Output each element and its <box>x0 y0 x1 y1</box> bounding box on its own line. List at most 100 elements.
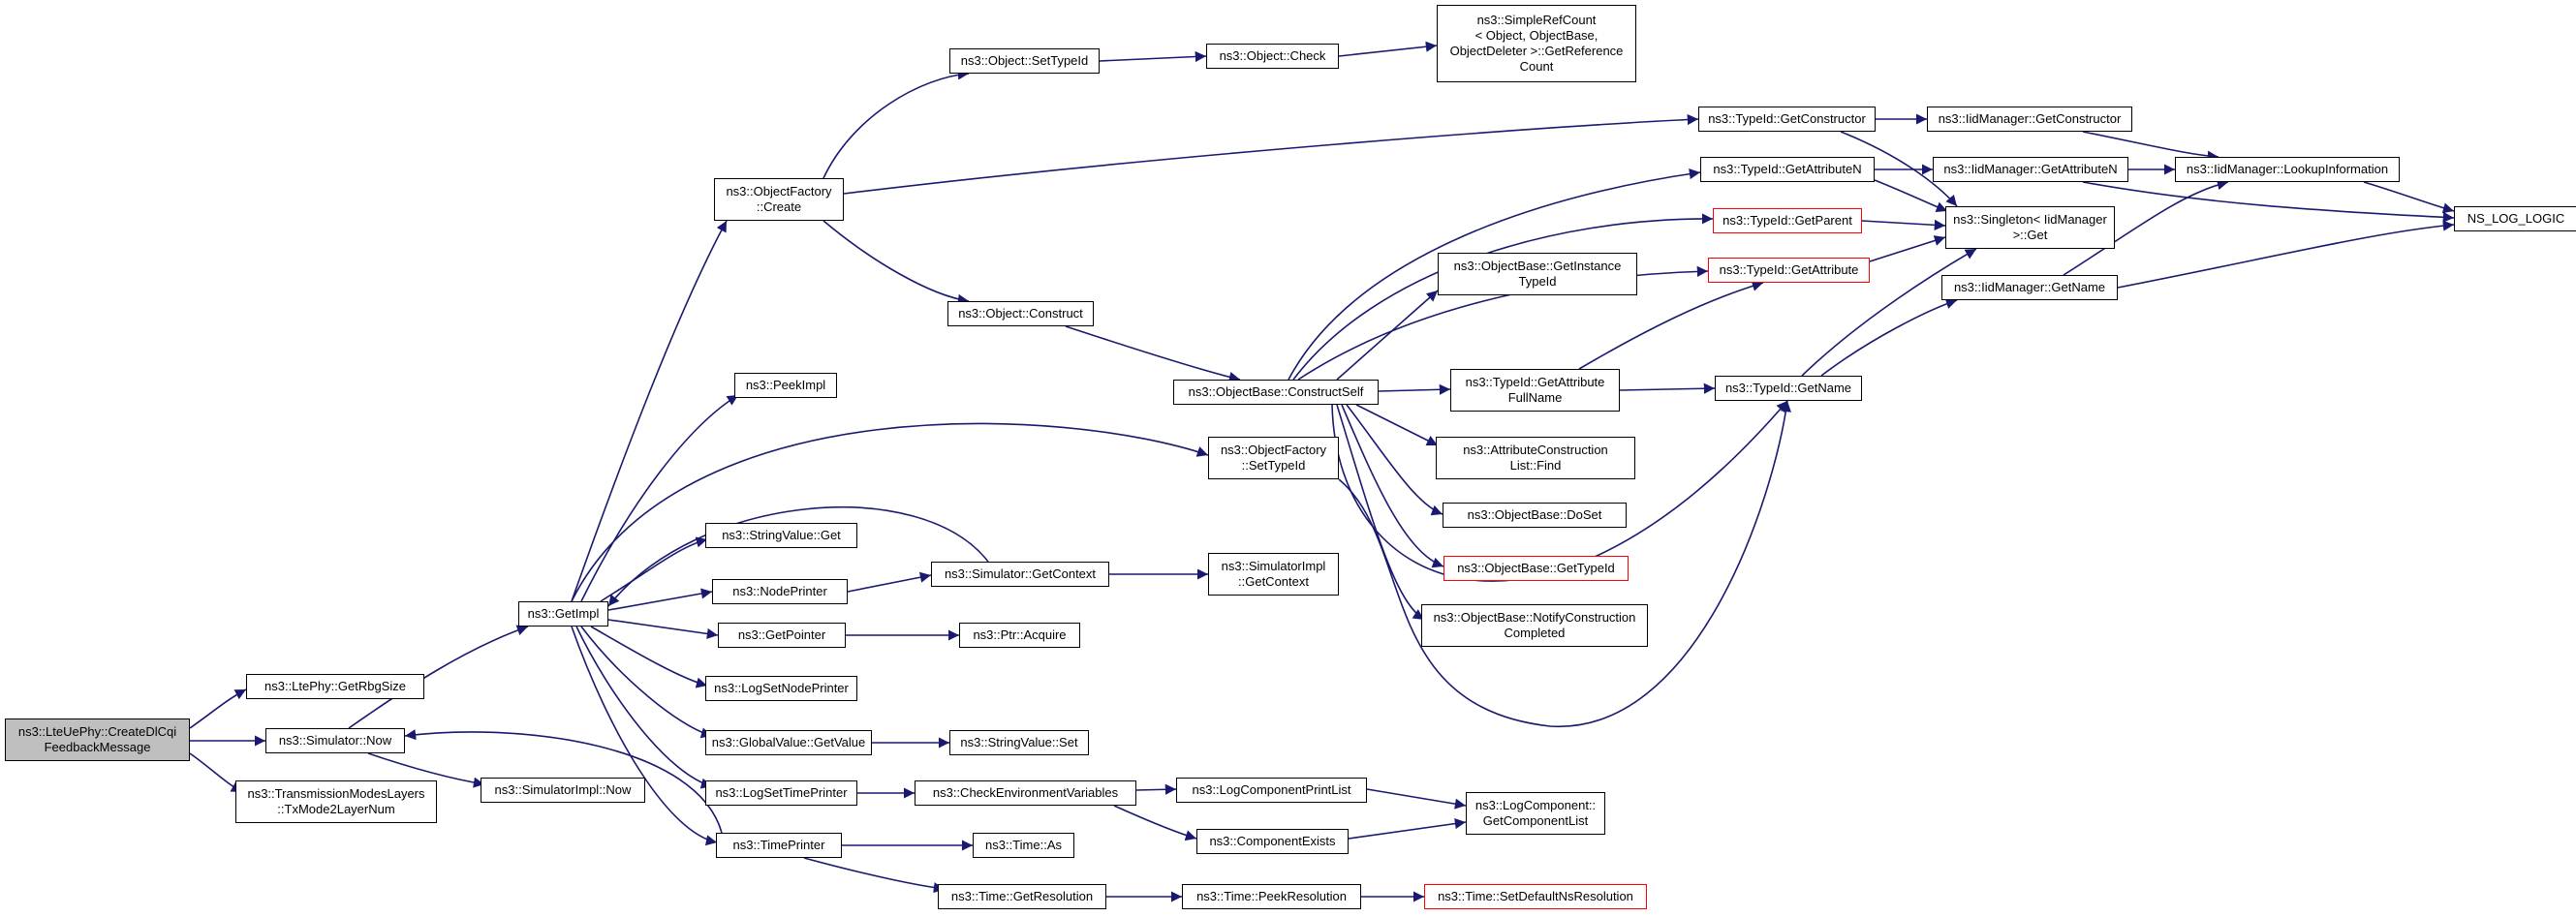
edge-getimpl-to-ofsettypeid <box>571 422 1209 602</box>
edge-tigetparent-to-singletonget <box>1861 219 1946 230</box>
edge-obconstructself-to-obnotify <box>1336 404 1425 621</box>
edge-iidgetconstructor-to-iidlookup <box>2082 131 2219 162</box>
node-getresolution[interactable]: ns3::Time::GetResolution <box>938 884 1106 909</box>
node-setdefaultnsres[interactable]: ns3::Time::SetDefaultNsResolution <box>1424 884 1647 909</box>
node-iidgetname[interactable]: ns3::IidManager::GetName <box>1941 275 2118 300</box>
node-timeas[interactable]: ns3::Time::As <box>973 833 1074 858</box>
edge-compexists-to-logcompgetlist <box>1348 818 1467 840</box>
node-simimplgetcontext[interactable]: ns3::SimulatorImpl ::GetContext <box>1208 553 1339 596</box>
edge-simnow-to-simimplnow <box>367 752 485 788</box>
edge-timeprinter-to-simnow <box>404 729 723 834</box>
node-ofsettypeid[interactable]: ns3::ObjectFactory ::SetTypeId <box>1208 437 1339 479</box>
call-edges <box>189 41 2455 902</box>
node-simplerefcount[interactable]: ns3::SimpleRefCount < Object, ObjectBase… <box>1437 5 1636 82</box>
edge-ofcreate-to-objsettypeid <box>822 69 970 179</box>
edge-tigetname-to-singletonget <box>1801 248 1977 377</box>
node-nslog[interactable]: NS_LOG_LOGIC <box>2454 206 2576 231</box>
edge-getimpl-to-strvalget <box>600 536 708 602</box>
edge-logcompprintlist-to-logcompgetlist <box>1366 788 1467 810</box>
node-obgettypeid[interactable]: ns3::ObjectBase::GetTypeId <box>1443 556 1629 581</box>
node-getrbgsize[interactable]: ns3::LtePhy::GetRbgSize <box>246 674 424 699</box>
edge-obconstructself-to-tigetname <box>1331 400 1788 582</box>
edge-tigetattrfullname-to-tigetattribute <box>1578 280 1764 370</box>
node-ptracquire[interactable]: ns3::Ptr::Acquire <box>959 623 1080 648</box>
edge-nodeprinter-to-simgetcontext <box>847 571 932 593</box>
node-objconstruct[interactable]: ns3::Object::Construct <box>947 301 1094 326</box>
node-gvgetvalue[interactable]: ns3::GlobalValue::GetValue <box>705 730 872 755</box>
node-ofcreate[interactable]: ns3::ObjectFactory ::Create <box>714 178 844 221</box>
edge-obconstructself-to-obdoset <box>1346 404 1443 516</box>
node-tigetattrfullname[interactable]: ns3::TypeId::GetAttribute FullName <box>1450 369 1620 412</box>
node-peekresolution[interactable]: ns3::Time::PeekResolution <box>1182 884 1361 909</box>
node-objcheck[interactable]: ns3::Object::Check <box>1206 44 1339 69</box>
edge-objconstruct-to-obconstructself <box>1065 325 1241 382</box>
node-timeprinter[interactable]: ns3::TimePrinter <box>716 833 842 858</box>
edge-getimpl-to-logsettimeprinter <box>575 626 713 789</box>
node-logcompprintlist[interactable]: ns3::LogComponentPrintList <box>1176 778 1367 803</box>
edge-ofcreate-to-objconstruct <box>822 220 970 305</box>
node-tigetname[interactable]: ns3::TypeId::GetName <box>1715 376 1862 401</box>
edge-obconstructself-to-tigetattrfullname <box>1378 383 1451 395</box>
node-tigetconstructor[interactable]: ns3::TypeId::GetConstructor <box>1698 107 1876 132</box>
node-iidlookup[interactable]: ns3::IidManager::LookupInformation <box>2175 157 2400 182</box>
edge-createdlcqi-to-getrbgsize <box>189 688 247 729</box>
edge-obconstructself-to-tigetattributen <box>1288 168 1701 381</box>
edge-getimpl-to-gvgetvalue <box>580 626 713 739</box>
node-tigetparent[interactable]: ns3::TypeId::GetParent <box>1713 208 1862 233</box>
edge-obconstructself-to-obgetinstancetypeid <box>1336 290 1439 381</box>
node-nodeprinter[interactable]: ns3::NodePrinter <box>712 579 848 604</box>
node-iidgetconstructor[interactable]: ns3::IidManager::GetConstructor <box>1927 107 2132 132</box>
edge-tigetattrfullname-to-tigetname <box>1619 382 1716 394</box>
edge-createdlcqi-to-txmode <box>189 752 243 793</box>
edge-obconstructself-to-obgettypeid <box>1341 404 1444 568</box>
node-simgetcontext[interactable]: ns3::Simulator::GetContext <box>931 562 1109 587</box>
node-obgetinstancetypeid[interactable]: ns3::ObjectBase::GetInstance TypeId <box>1438 253 1637 295</box>
node-tigetattribute[interactable]: ns3::TypeId::GetAttribute <box>1708 258 1870 283</box>
node-simimplnow[interactable]: ns3::SimulatorImpl::Now <box>481 778 645 803</box>
node-logsettimeprinter[interactable]: ns3::LogSetTimePrinter <box>705 780 857 806</box>
edge-checkenv-to-compexists <box>1113 805 1197 841</box>
node-compexists[interactable]: ns3::ComponentExists <box>1196 829 1349 854</box>
edge-iidlookup-to-nslog <box>2363 181 2455 214</box>
edge-getimpl-to-getpointer <box>607 619 719 639</box>
node-getpointer[interactable]: ns3::GetPointer <box>718 623 846 648</box>
node-getimpl[interactable]: ns3::GetImpl <box>518 601 608 627</box>
edge-getimpl-to-timeprinter <box>571 626 718 846</box>
edge-getimpl-to-ofcreate <box>571 220 728 602</box>
edge-iidgetname-to-nslog <box>2117 220 2455 289</box>
node-createdlcqi: ns3::LteUePhy::CreateDlCqi FeedbackMessa… <box>5 718 190 761</box>
node-strvalget[interactable]: ns3::StringValue::Get <box>705 523 857 548</box>
node-singletonget[interactable]: ns3::Singleton< IidManager >::Get <box>1945 206 2115 249</box>
node-simnow[interactable]: ns3::Simulator::Now <box>265 728 405 753</box>
edge-iidgetattributen-to-nslog <box>2082 181 2455 223</box>
edge-getimpl-to-peekimpl <box>580 394 739 602</box>
node-logcompgetlist[interactable]: ns3::LogComponent:: GetComponentList <box>1466 792 1605 835</box>
node-obconstructself[interactable]: ns3::ObjectBase::ConstructSelf <box>1173 380 1379 405</box>
node-obdoset[interactable]: ns3::ObjectBase::DoSet <box>1443 503 1627 528</box>
node-tigetattributen[interactable]: ns3::TypeId::GetAttributeN <box>1700 157 1875 182</box>
edge-objcheck-to-simplerefcount <box>1338 41 1438 57</box>
edge-iidgetname-to-iidlookup <box>2063 179 2229 276</box>
edge-tigetname-to-iidgetname <box>1820 298 1958 377</box>
node-checkenv[interactable]: ns3::CheckEnvironmentVariables <box>915 780 1136 806</box>
edge-getimpl-to-nodeprinter <box>607 588 713 611</box>
edge-checkenv-to-logcompprintlist <box>1135 783 1177 795</box>
node-attrconstrfind[interactable]: ns3::AttributeConstruction List::Find <box>1436 437 1635 479</box>
node-obnotify[interactable]: ns3::ObjectBase::NotifyConstruction Comp… <box>1421 604 1648 647</box>
edge-ofsettypeid-to-tigetname <box>1338 400 1791 727</box>
node-iidgetattributen[interactable]: ns3::IidManager::GetAttributeN <box>1933 157 2128 182</box>
edge-obconstructself-to-attrconstrfind <box>1355 404 1439 446</box>
edge-simnow-to-getimpl <box>348 625 529 729</box>
node-logsetnodeprinter[interactable]: ns3::LogSetNodePrinter <box>705 676 857 701</box>
node-peekimpl[interactable]: ns3::PeekImpl <box>734 373 837 398</box>
edge-getimpl-to-logsetnodeprinter <box>590 626 708 688</box>
node-objsettypeid[interactable]: ns3::Object::SetTypeId <box>949 48 1100 74</box>
edge-obconstructself-to-tigetattribute <box>1297 265 1709 381</box>
edge-tigetattributen-to-singletonget <box>1874 179 1948 213</box>
edge-objsettypeid-to-objcheck <box>1099 50 1207 63</box>
node-txmode[interactable]: ns3::TransmissionModesLayers ::TxMode2La… <box>235 780 437 823</box>
edge-ofcreate-to-tigetconstructor <box>843 113 1699 195</box>
edge-simgetcontext-to-getimpl <box>607 506 989 607</box>
node-strvalset[interactable]: ns3::StringValue::Set <box>949 730 1089 755</box>
